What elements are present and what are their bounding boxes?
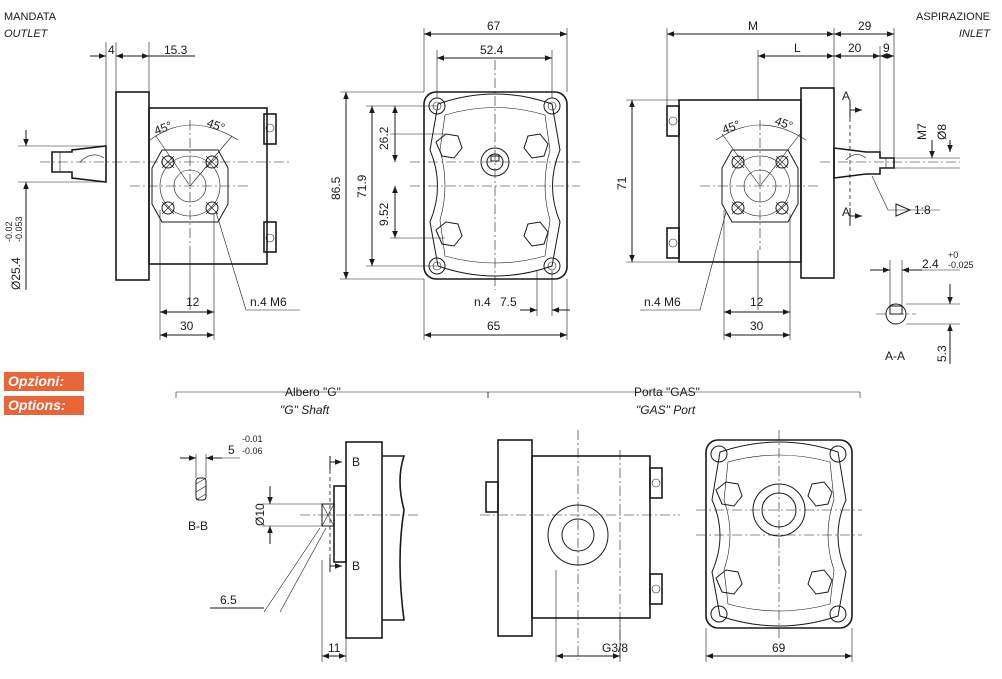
dim-29: 29 <box>858 19 872 33</box>
section-mark-a-bottom: A <box>842 205 850 219</box>
key-tol-lower: -0.025 <box>948 260 974 270</box>
dim-65: 65 <box>487 319 501 333</box>
options-badge-it: Opzioni: <box>4 372 84 391</box>
gas-port-labels: Porta "GAS" "GAS" Port G3/8 69 <box>602 385 786 655</box>
shaft-title-it: Albero "G" <box>285 385 341 399</box>
dim-71: 71 <box>615 176 629 190</box>
key-width: 2.4 <box>922 257 939 271</box>
inlet-label: ASPIRAZIONE <box>916 11 990 23</box>
dim-20: 20 <box>848 41 862 55</box>
angle-label-2: 45° <box>205 116 227 135</box>
dim-15-3: 15.3 <box>164 43 188 57</box>
section-mark-b-top: B <box>352 455 360 469</box>
section-mark-b-bottom: B <box>352 559 360 573</box>
dim-12-right: 12 <box>750 295 764 309</box>
dia-8: Ø8 <box>935 124 949 140</box>
dim-30-right: 30 <box>750 319 764 333</box>
outlet-label: MANDATA <box>4 11 57 23</box>
key-width-5: 5 <box>228 443 235 457</box>
dim-L: L <box>794 41 801 55</box>
shaft-g-labels: Albero "G" "G" Shaft 5 -0.01 -0.06 B-B B… <box>188 385 360 655</box>
dim-shaft-tol-lower: -0.053 <box>14 216 24 242</box>
dim-11: 11 <box>328 641 341 655</box>
thread-m7: M7 <box>915 123 929 140</box>
angle-label-2: 45° <box>773 114 795 133</box>
dim-30: 30 <box>180 319 194 333</box>
dim-4: 4 <box>108 43 115 57</box>
inlet-label-en: INLET <box>958 28 990 40</box>
dim-9-52: 9.52 <box>377 202 391 226</box>
shaft-title-en: "G" Shaft <box>280 403 330 417</box>
port-title-it: Porta "GAS" <box>634 385 700 399</box>
dim-shaft-tol-upper: -0.02 <box>4 221 14 242</box>
thread-label-right: n.4 M6 <box>644 295 681 309</box>
left-view-labels: 4 15.3 Ø25.4 -0.02 -0.053 45° 45° 12 30 … <box>4 43 287 333</box>
dim-6-5: 6.5 <box>220 593 237 607</box>
key-tol-lower-5: -0.06 <box>242 446 263 456</box>
right-view-labels: M 29 L 20 9 71 45° 45° M7 Ø8 A A 1:8 2.4… <box>615 19 974 363</box>
taper-label: 1:8 <box>914 203 931 217</box>
port-title-en: "GAS" Port <box>636 403 696 417</box>
dim-5-3: 5.3 <box>935 345 949 362</box>
dim-71-9: 71.9 <box>355 174 369 198</box>
thread-label: n.4 M6 <box>250 295 287 309</box>
section-mark-a-top: A <box>842 89 850 103</box>
dim-52-4: 52.4 <box>480 43 504 57</box>
shaft-g-option <box>175 391 489 662</box>
holes-label: n.4 <box>474 295 491 309</box>
section-label-b-b: B-B <box>188 519 208 533</box>
dim-26-2: 26.2 <box>377 126 391 150</box>
left-side-view <box>18 42 300 340</box>
angle-label-1: 45° <box>152 118 174 137</box>
options-badge-en: Options: <box>4 396 84 415</box>
front-view <box>340 28 580 340</box>
right-side-view <box>626 28 960 340</box>
key-tol-upper-5: -0.01 <box>242 434 263 444</box>
thread-g3-8: G3/8 <box>602 641 628 655</box>
outlet-label-en: OUTLET <box>4 28 48 40</box>
dim-69: 69 <box>772 641 786 655</box>
key-tol-upper: +0 <box>948 250 958 260</box>
dim-12: 12 <box>186 295 200 309</box>
section-label-a-a: A-A <box>885 349 905 363</box>
dim-67: 67 <box>487 19 501 33</box>
dia-10: Ø10 <box>253 503 267 526</box>
dim-shaft-dia: Ø25.4 <box>9 257 23 290</box>
front-view-labels: 67 52.4 86.5 71.9 26.2 9.52 n.4 7.5 65 <box>329 19 517 333</box>
section-a-a <box>870 260 960 364</box>
dim-7-5: 7.5 <box>500 295 517 309</box>
dim-M: M <box>748 19 758 33</box>
gas-port-option <box>480 391 862 662</box>
dim-9: 9 <box>883 41 890 55</box>
angle-label-1: 45° <box>720 117 742 136</box>
dim-86-5: 86.5 <box>329 176 343 200</box>
